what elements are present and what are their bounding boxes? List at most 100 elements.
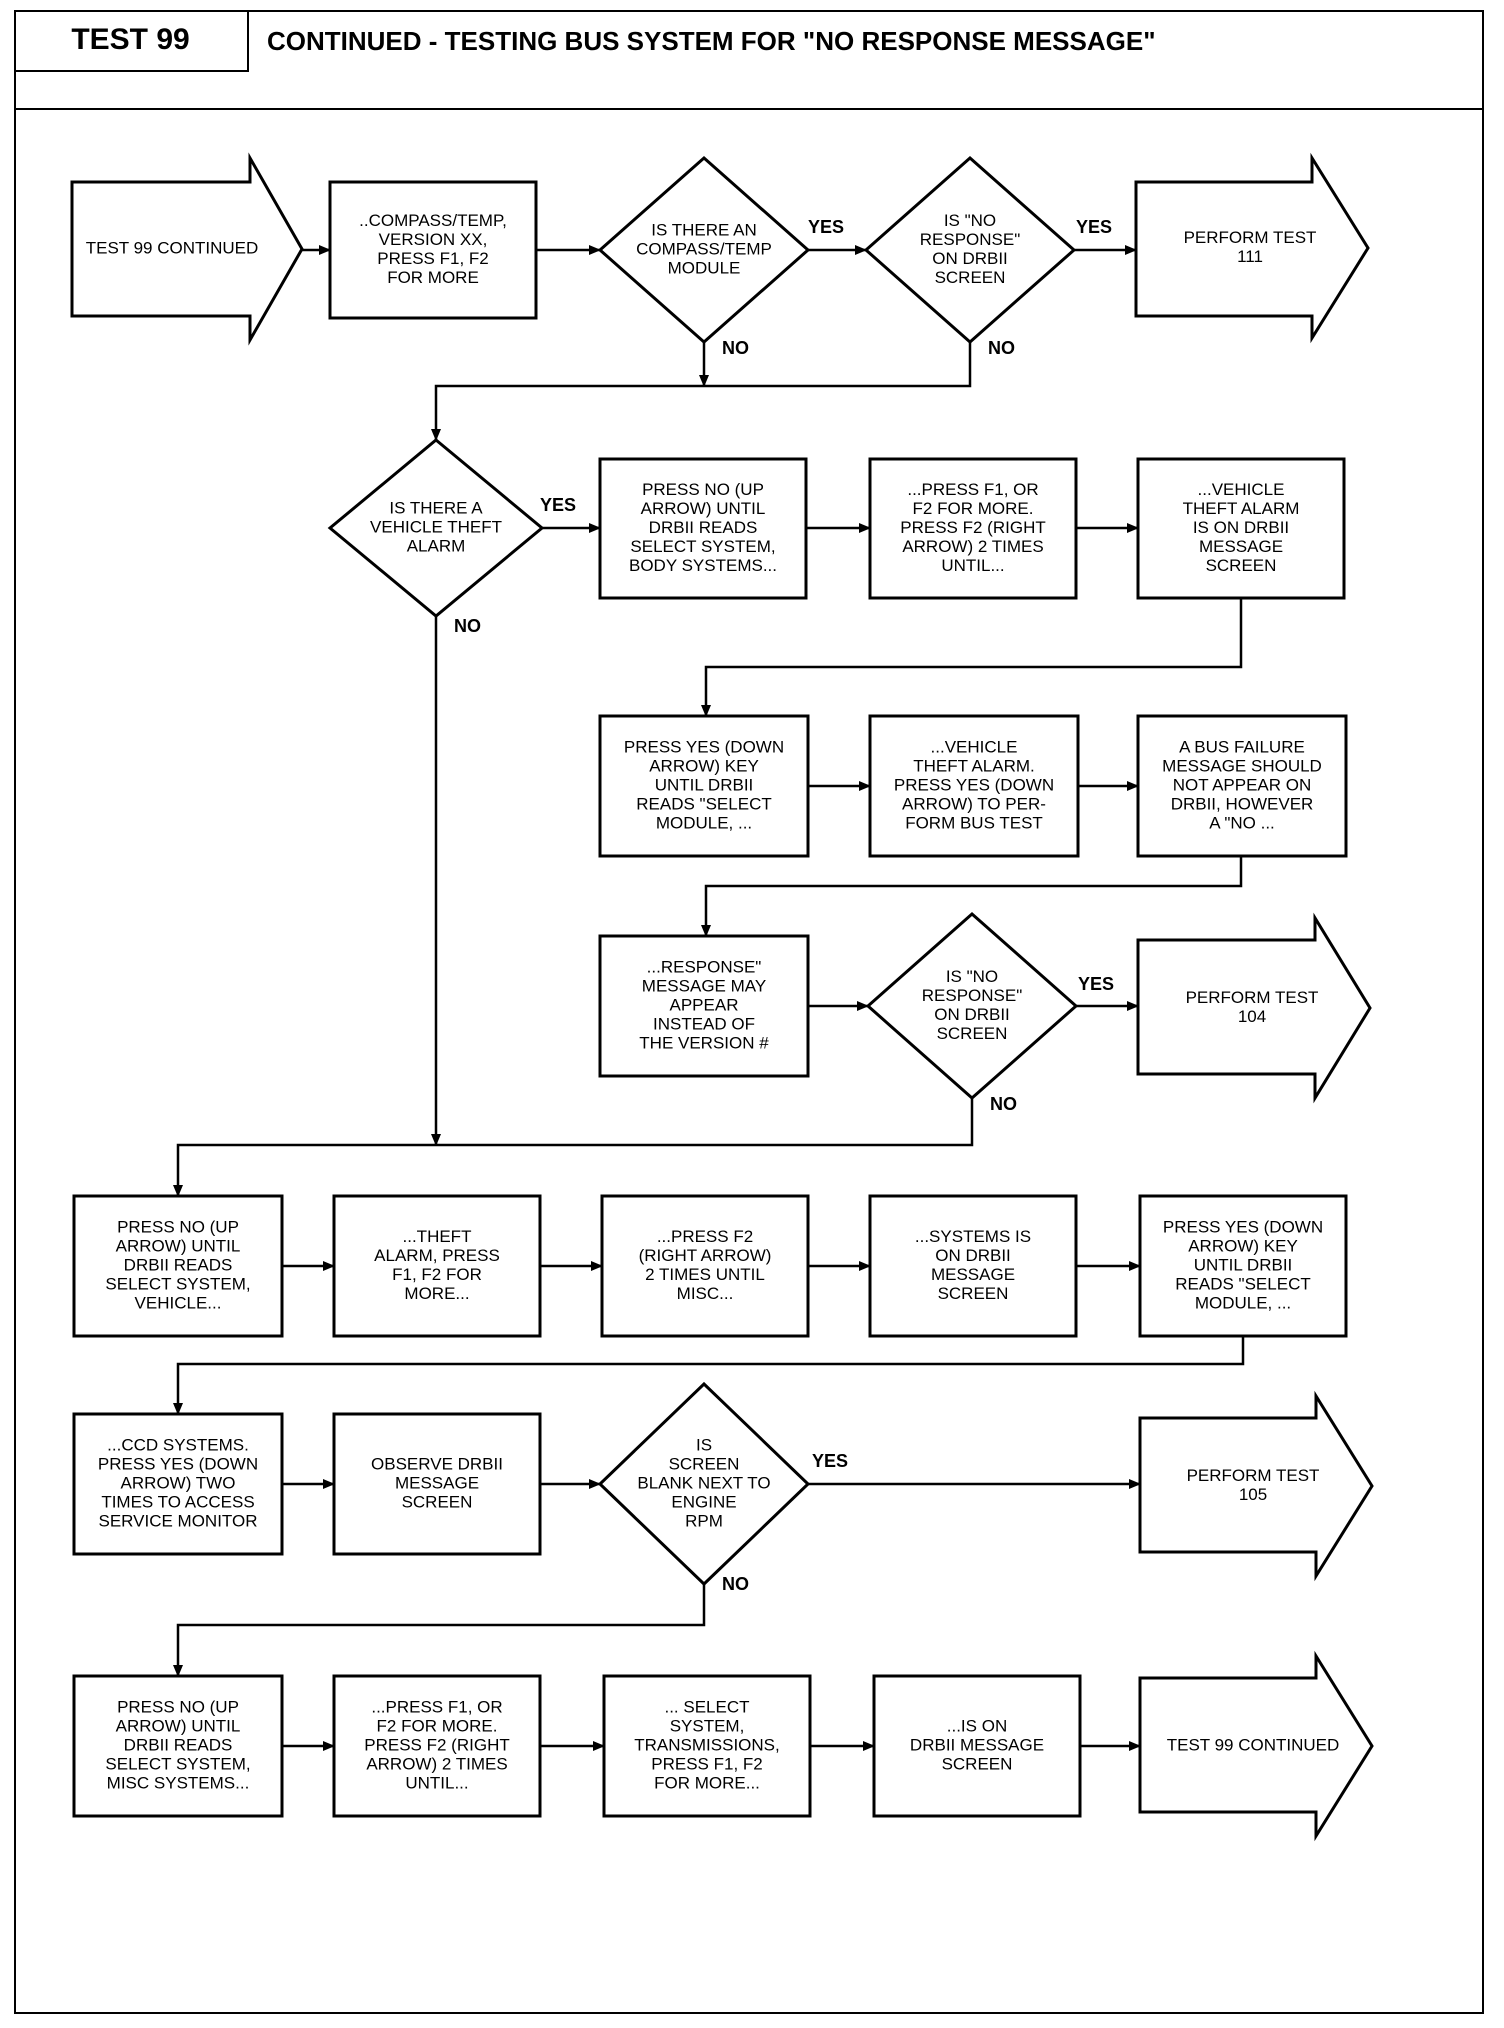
press-no-misc-line: SELECT SYSTEM, [105,1754,250,1773]
connector [436,1098,974,1147]
ccd-systems-line: TIMES TO ACCESS [101,1492,254,1511]
select-transmissions-line: SYSTEM, [670,1716,745,1735]
press-yes-select-module-2-line: READS "SELECT [1175,1274,1310,1293]
theft-alarm-press-line: ...THEFT [403,1227,472,1246]
perform-105-line: PERFORM TEST [1187,1466,1320,1485]
press-f1-f2-right-line: F2 FOR MORE. [913,499,1034,518]
vta-on-drbii-line: SCREEN [1206,556,1277,575]
theft-alarm-press-line: F1, F2 FOR [392,1265,482,1284]
press-no-body-line: PRESS NO (UP [642,480,764,499]
q-screen-blank-line: RPM [685,1511,723,1530]
press-no-vehicle-line: SELECT SYSTEM, [105,1274,250,1293]
q-no-response-1-line: ON DRBII [932,249,1008,268]
compass-version-line: PRESS F1, F2 [377,249,488,268]
ccd-systems-line: SERVICE MONITOR [98,1511,257,1530]
select-transmissions-line: PRESS F1, F2 [651,1754,762,1773]
start-line: TEST 99 CONTINUED [86,238,259,257]
press-no-body-line: DRBII READS [649,518,758,537]
is-on-drbii-line: ...IS ON [947,1716,1007,1735]
response-msg-line: ...RESPONSE" [647,957,762,976]
observe-drbii-line: SCREEN [402,1492,473,1511]
yes-label: YES [1078,974,1114,994]
press-yes-select-module-1-line: READS "SELECT [636,794,771,813]
press-yes-select-module-2-line: UNTIL DRBII [1194,1255,1293,1274]
ccd-systems-line: ...CCD SYSTEMS. [107,1435,249,1454]
systems-on-drbii-line: ...SYSTEMS IS [915,1227,1031,1246]
no-label: NO [990,1094,1017,1114]
press-f1-f2-right-2-line: UNTIL... [405,1773,468,1792]
nodes: TEST 99 CONTINUED..COMPASS/TEMP,VERSION … [70,152,1374,1842]
perform-104-line: 104 [1238,1007,1266,1026]
test-number-cell: TEST 99 [14,10,249,72]
vta-press-yes-bus-line: THEFT ALARM. [913,756,1035,775]
connectors [173,245,1245,1751]
is-on-drbii-line: SCREEN [942,1754,1013,1773]
press-no-misc-line: ARROW) UNTIL [116,1716,241,1735]
q-screen-blank-line: ENGINE [671,1492,736,1511]
response-msg-line: MESSAGE MAY [642,976,766,995]
theft-alarm-press-line: ALARM, PRESS [374,1246,500,1265]
press-no-misc-line: DRBII READS [124,1735,233,1754]
press-f1-f2-right-line: UNTIL... [941,556,1004,575]
press-f1-f2-right-2-line: ARROW) 2 TIMES [366,1754,507,1773]
vta-on-drbii-line: THEFT ALARM [1183,499,1300,518]
q-no-response-2-line: IS "NO [946,967,998,986]
press-no-vehicle-line: DRBII READS [124,1255,233,1274]
perform-104-line: PERFORM TEST [1186,988,1319,1007]
press-yes-select-module-1-line: UNTIL DRBII [655,775,754,794]
connector [431,342,972,441]
q-vta-line: ALARM [407,536,466,555]
compass-version-line: VERSION XX, [379,230,488,249]
yes-label: YES [812,1451,848,1471]
vta-press-yes-bus-line: FORM BUS TEST [905,813,1043,832]
yes-label: YES [540,495,576,515]
systems-on-drbii-line: SCREEN [938,1284,1009,1303]
page-title: CONTINUED - TESTING BUS SYSTEM FOR "NO R… [267,25,1156,56]
page-frame [14,10,1484,2014]
bus-failure-msg-line: A BUS FAILURE [1179,737,1305,756]
q-no-response-1-line: IS "NO [944,211,996,230]
press-f2-misc-line: MISC... [677,1284,734,1303]
press-no-body-line: SELECT SYSTEM, [630,537,775,556]
yes-label: YES [808,217,844,237]
start-arrow: TEST 99 CONTINUED [70,152,304,346]
bus-failure-msg-line: MESSAGE SHOULD [1162,756,1322,775]
no-label: NO [722,1574,749,1594]
connector [701,598,1243,717]
press-no-misc-line: PRESS NO (UP [117,1697,239,1716]
press-no-vehicle-line: VEHICLE... [135,1293,222,1312]
press-f1-f2-right-line: ARROW) 2 TIMES [902,537,1043,556]
yes-label: YES [1076,217,1112,237]
theft-alarm-press-line: MORE... [404,1284,469,1303]
end-arrow: TEST 99 CONTINUED [1138,1650,1374,1842]
observe-drbii-line: MESSAGE [395,1473,479,1492]
press-no-vehicle-line: ARROW) UNTIL [116,1236,241,1255]
press-yes-select-module-1-line: MODULE, ... [656,813,752,832]
press-f1-f2-right-line: ...PRESS F1, OR [907,480,1038,499]
press-f1-f2-right-2-line: F2 FOR MORE. [377,1716,498,1735]
q-no-response-1-line: RESPONSE" [920,230,1021,249]
press-f1-f2-right-2-line: ...PRESS F1, OR [371,1697,502,1716]
header-row [14,10,1484,110]
press-yes-select-module-1-line: ARROW) KEY [649,756,759,775]
press-yes-select-module-2-line: PRESS YES (DOWN [1163,1217,1323,1236]
systems-on-drbii-line: MESSAGE [931,1265,1015,1284]
press-yes-select-module-2-line: MODULE, ... [1195,1293,1291,1312]
bus-failure-msg-line: DRBII, HOWEVER [1171,794,1314,813]
response-msg-line: APPEAR [670,995,739,1014]
q-compass-module-line: IS THERE AN [651,220,757,239]
